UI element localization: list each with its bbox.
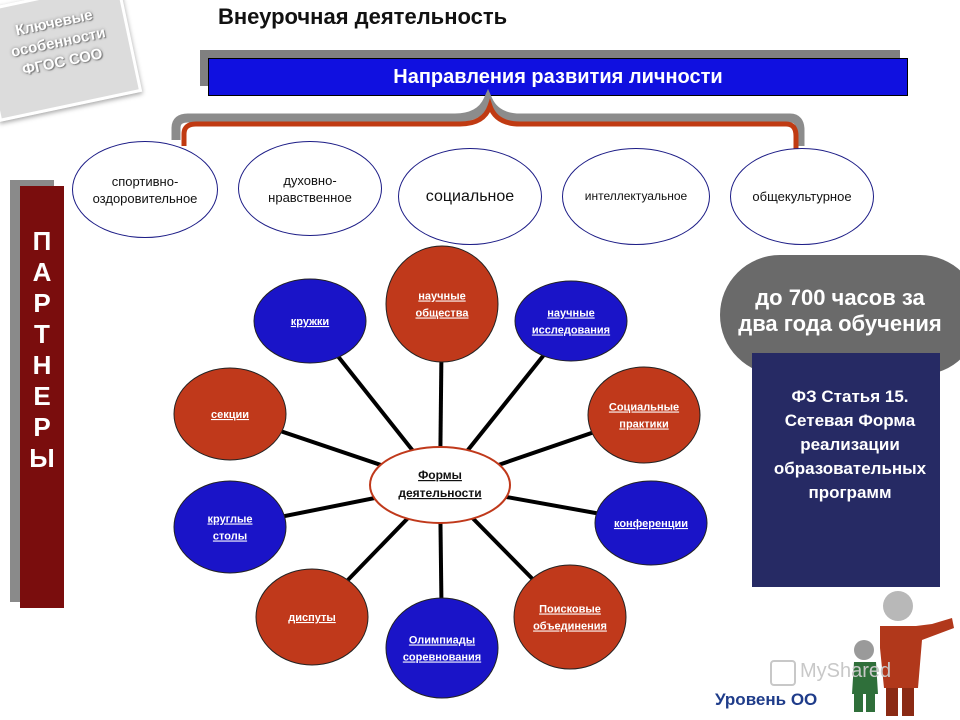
presenter-figure-icon bbox=[852, 591, 954, 716]
wheel-node-label: конференции bbox=[614, 518, 688, 530]
partners-letter: Н bbox=[32, 350, 52, 380]
law-box: ФЗ Статья 15. Сетевая Форма реализации о… bbox=[752, 353, 940, 587]
wheel-node: кружки bbox=[253, 278, 367, 364]
page-title: Внеурочная деятельность bbox=[218, 4, 508, 29]
direction-social: социальное bbox=[398, 148, 542, 245]
wheel-node-circle bbox=[173, 367, 287, 461]
direction-spiritual-label: духовно-нравственное bbox=[268, 172, 352, 205]
wheel-node-circle bbox=[514, 280, 628, 362]
partners-letter: Т bbox=[34, 319, 50, 349]
direction-sport-label: спортивно-оздоровительное bbox=[92, 173, 198, 206]
wheel-node-circle bbox=[385, 245, 499, 363]
wheel-node-circle bbox=[253, 278, 367, 364]
wheel-center-circle bbox=[369, 446, 511, 524]
wheel-node-circle bbox=[173, 480, 287, 574]
direction-intellectual-label: интеллектуальное bbox=[584, 189, 688, 203]
hours-line2: два года обучения bbox=[738, 311, 942, 336]
direction-intellectual: интеллектуальное bbox=[562, 148, 710, 245]
partners-letter: П bbox=[32, 226, 52, 256]
direction-cultural: общекультурное bbox=[730, 148, 874, 245]
hours-line1: до 700 часов за bbox=[755, 285, 925, 310]
direction-sport: спортивно-оздоровительное bbox=[72, 141, 218, 238]
partners-letter: А bbox=[32, 257, 52, 287]
partners-letter: Е bbox=[33, 381, 51, 411]
hours-text: до 700 часов за два года обучения bbox=[720, 285, 960, 337]
direction-social-label: социальное bbox=[425, 188, 515, 205]
wheel-node: секции bbox=[173, 367, 287, 461]
wheel-node-circle bbox=[513, 564, 627, 670]
law-text: ФЗ Статья 15. Сетевая Форма реализации о… bbox=[773, 387, 927, 502]
watermark-text: MyShared bbox=[800, 660, 892, 682]
level-label: Уровень ОО bbox=[715, 690, 818, 709]
wheel-node: конференции bbox=[594, 480, 708, 566]
direction-spiritual: духовно-нравственное bbox=[238, 141, 382, 236]
wheel-node-circle bbox=[255, 568, 369, 666]
partners-letter: Р bbox=[33, 288, 51, 318]
partners-letter: Р bbox=[33, 412, 51, 442]
wheel-node-circle bbox=[385, 597, 499, 699]
direction-cultural-label: общекультурное bbox=[752, 189, 852, 204]
wheel-node-label: секции bbox=[211, 409, 249, 421]
partners-letter: Ы bbox=[29, 443, 55, 473]
wheel-node-circle bbox=[594, 480, 708, 566]
watermark-icon bbox=[770, 660, 796, 686]
wheel-node: диспуты bbox=[255, 568, 369, 666]
wheel-node-label: кружки bbox=[291, 316, 329, 328]
wheel-node-label: диспуты bbox=[288, 612, 336, 624]
directions-banner: Направления развития личности bbox=[208, 58, 908, 96]
wheel-node-circle bbox=[587, 366, 701, 464]
